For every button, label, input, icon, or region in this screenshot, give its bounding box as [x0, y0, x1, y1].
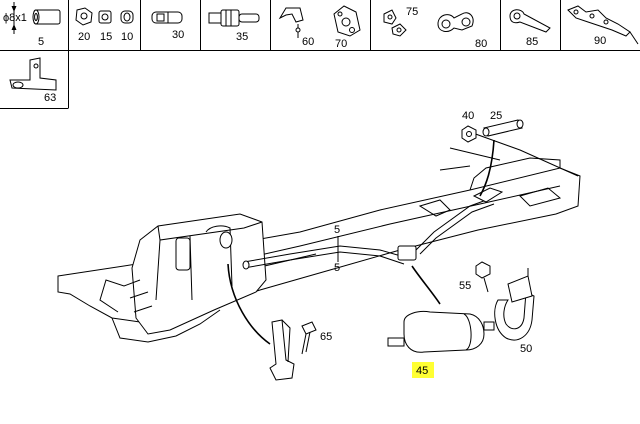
callout-85: 85	[526, 36, 538, 48]
connector-icon	[151, 11, 183, 24]
callout-5-lower: 5	[334, 262, 340, 274]
bracket-clip-icon	[278, 7, 304, 38]
callout-20: 20	[78, 31, 90, 43]
fuel-lines	[242, 187, 504, 270]
cap-nut-icon	[98, 10, 112, 24]
crossmember-block	[99, 213, 267, 335]
bolt-65	[301, 321, 317, 355]
angle-bracket-icon	[9, 57, 57, 91]
legend-cell-strap: 85	[509, 9, 551, 48]
leader-line-25	[479, 139, 495, 197]
callout-10: 10	[121, 31, 133, 43]
strap-clip-icon	[509, 9, 551, 33]
callout-60: 60	[302, 36, 314, 48]
fuel-filter	[387, 311, 495, 353]
tube-25	[482, 119, 524, 137]
legend-cell-nuts: 20 15 10	[75, 7, 134, 43]
clip-strip-icon	[567, 5, 639, 45]
pipe-clamp-icon	[437, 12, 474, 32]
hex-nut-icon	[75, 7, 93, 26]
valve-icon	[208, 9, 260, 27]
legend-cell-clip-strip: 90	[567, 5, 639, 47]
parts-legend-grid	[0, 0, 640, 109]
callout-40: 40	[462, 110, 474, 122]
double-clip-icon	[333, 5, 361, 37]
callout-35: 35	[236, 31, 248, 43]
clamp-50	[494, 268, 535, 341]
bracket-63-mounted	[269, 319, 295, 381]
callout-50: 50	[520, 343, 532, 355]
callout-45-highlight	[412, 362, 434, 378]
sleeve-icon	[120, 10, 134, 24]
callout-30: 30	[172, 29, 184, 41]
callout-25: 25	[490, 110, 502, 122]
callout-55: 55	[459, 280, 471, 292]
legend-cell-connector: 30	[151, 11, 184, 41]
callout-70: 70	[335, 38, 347, 50]
nut-40	[461, 125, 477, 143]
legend-cell-tube: ϕ8x1 5	[3, 2, 61, 48]
callout-45[interactable]: 45	[416, 365, 428, 377]
leader-line-filter	[411, 265, 441, 305]
leader-line-bracket	[227, 263, 271, 345]
callout-65: 65	[320, 331, 332, 343]
callout-5-header: 5	[38, 36, 44, 48]
small-clips-icon	[383, 9, 407, 37]
legend-cell-angle-bracket: 63	[9, 57, 57, 104]
tube-icon	[32, 9, 61, 25]
callout-80: 80	[475, 38, 487, 50]
callout-15: 15	[100, 31, 112, 43]
legend-cell-clip-set: 75 80	[383, 6, 487, 50]
legend-cell-valve: 35	[208, 9, 260, 43]
dimension-arrow-icon	[11, 2, 17, 34]
callout-63: 63	[44, 92, 56, 104]
callout-5-upper: 5	[334, 224, 340, 236]
callout-90: 90	[594, 35, 606, 47]
callout-75: 75	[406, 6, 418, 18]
tube-size-label: ϕ8x1	[3, 12, 27, 24]
bolt-55	[475, 261, 491, 293]
legend-cell-clips: 60 70	[278, 5, 361, 50]
